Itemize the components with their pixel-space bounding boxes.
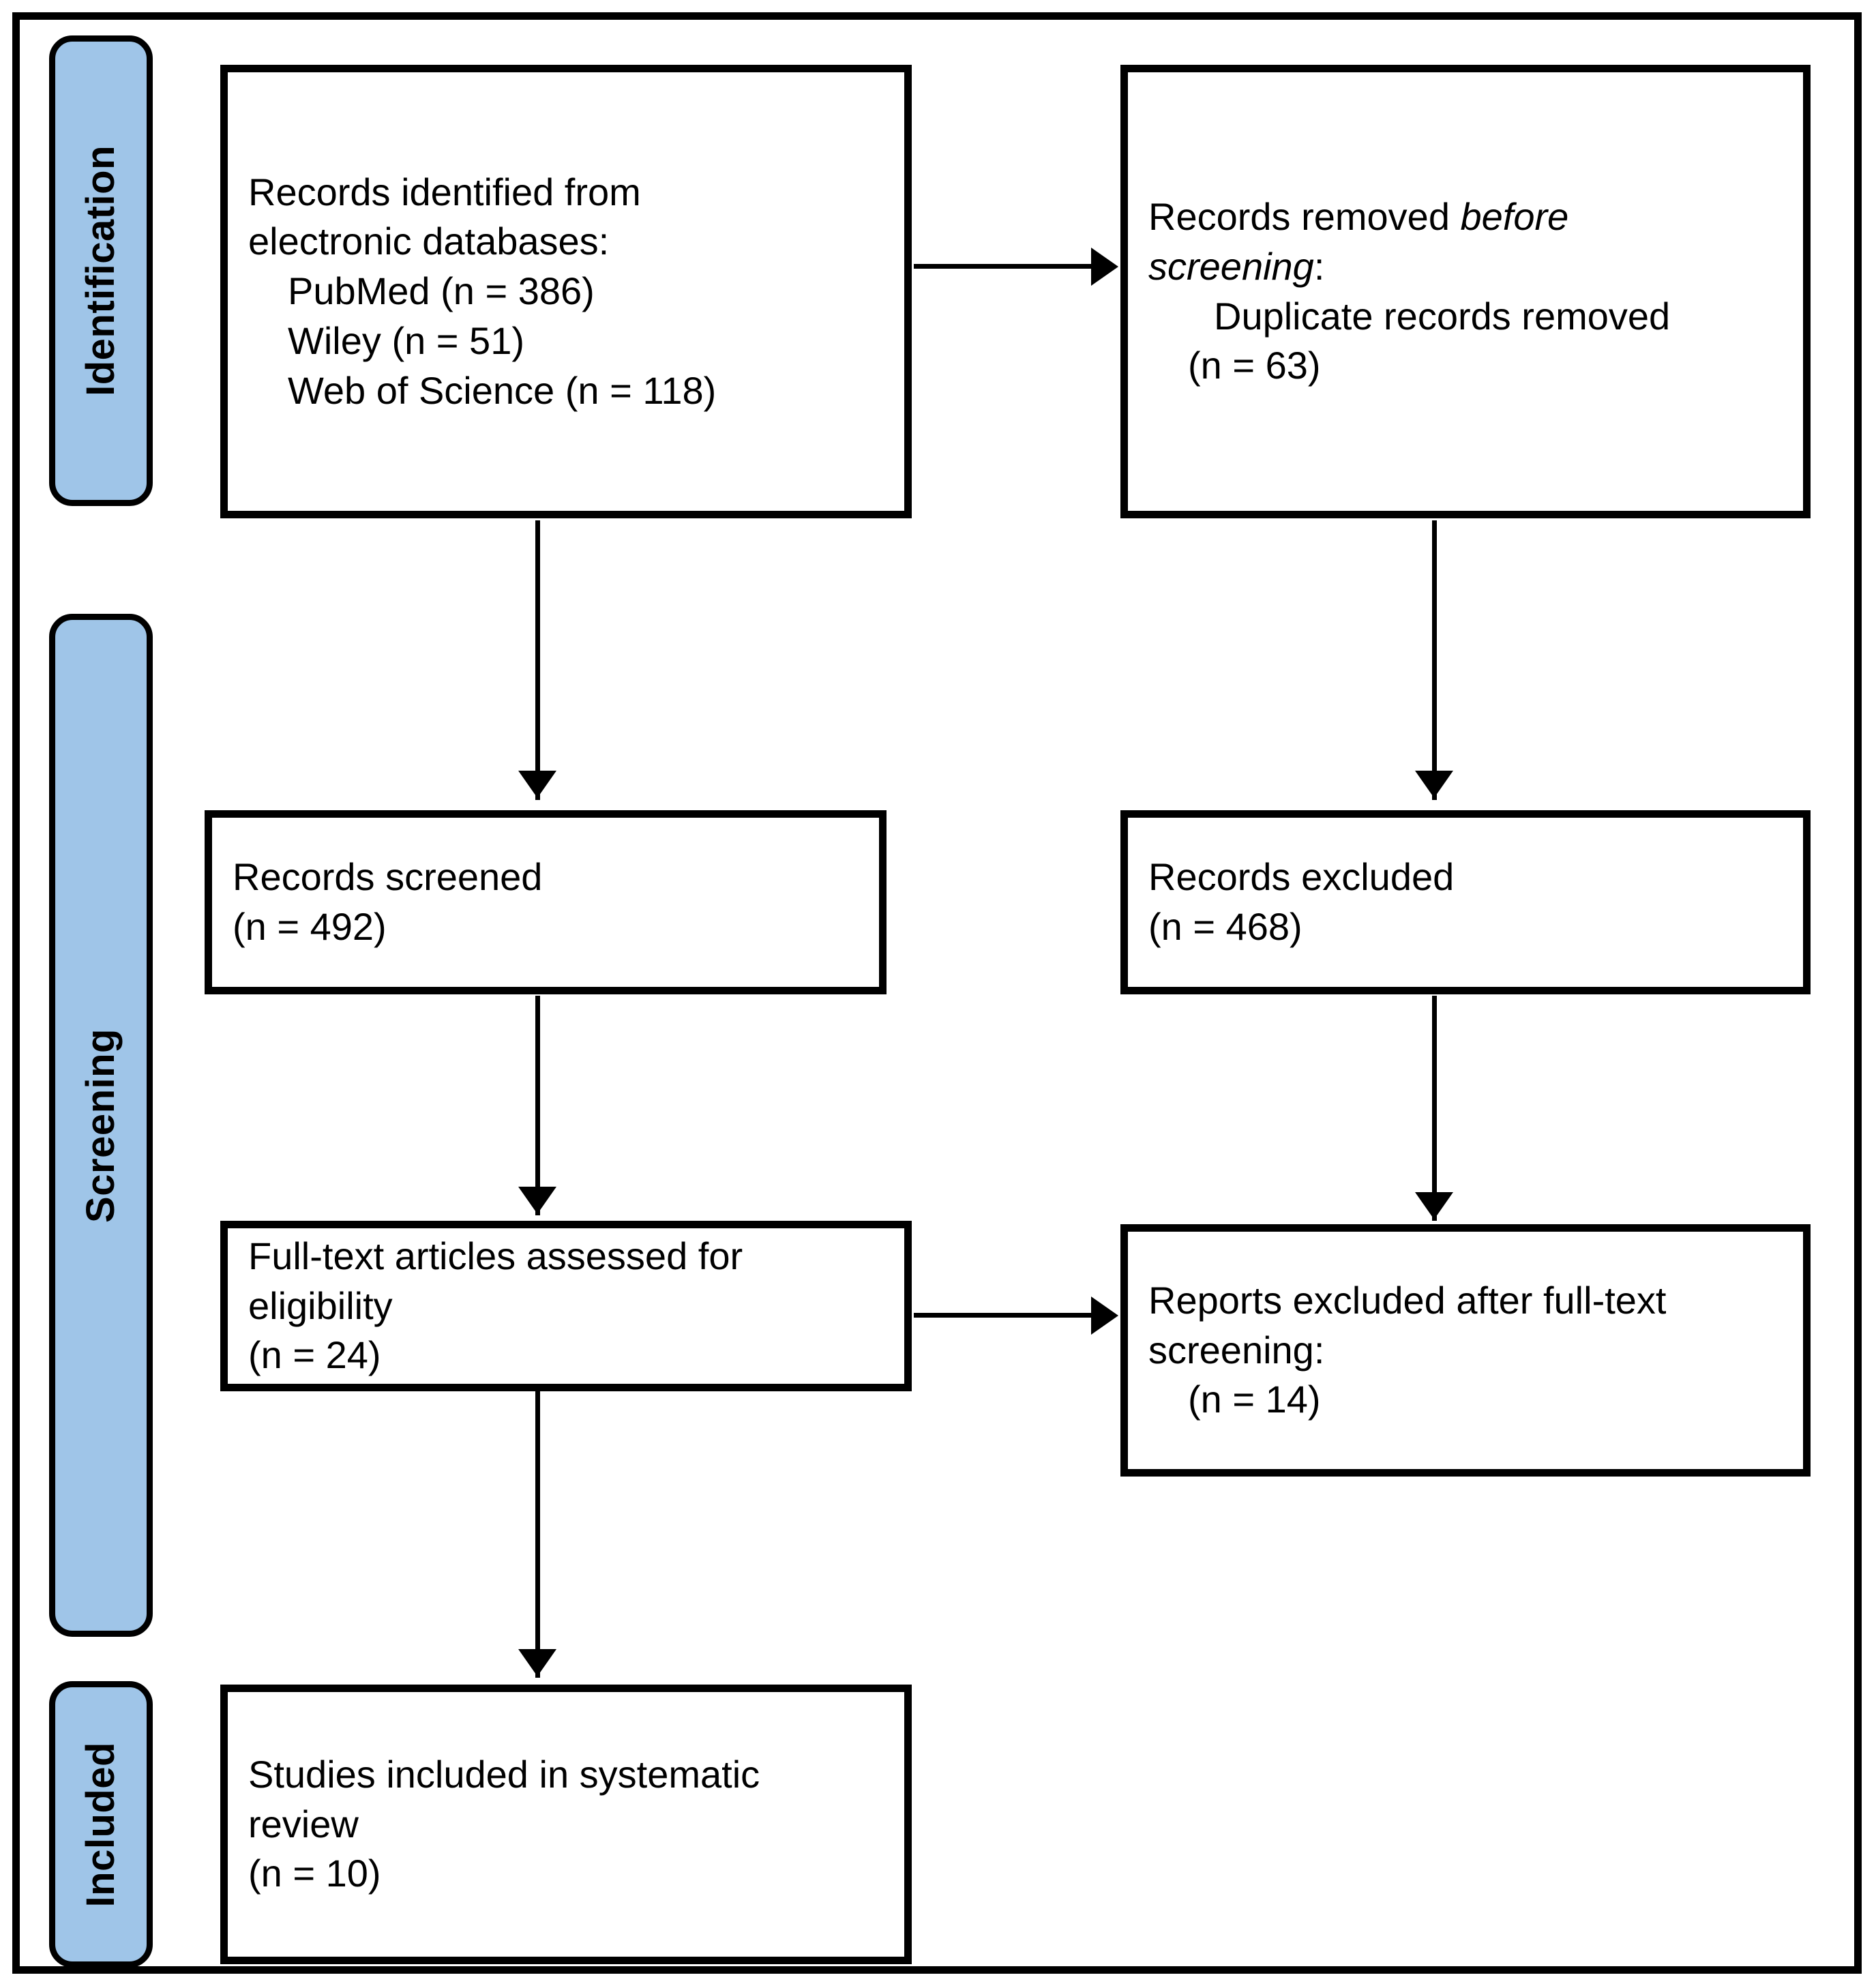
studies-included-line-1: Studies included in systematic xyxy=(248,1752,760,1796)
records-removed-line-1: Records removed before xyxy=(1148,192,1783,242)
records-screened-count: (n = 492) xyxy=(233,905,387,948)
box-records-excluded: Records excluded (n = 468) xyxy=(1120,810,1811,994)
arrow-identified-to-screened-head-icon xyxy=(518,771,556,798)
arrow-fulltext-to-reports-excluded-head-icon xyxy=(1091,1296,1118,1335)
arrow-excluded-to-reports-excluded-line xyxy=(1432,996,1437,1221)
studies-included-line-2: review xyxy=(248,1802,359,1846)
arrow-excluded-to-reports-excluded-head-icon xyxy=(1415,1192,1453,1219)
box-reports-excluded-after-fulltext: Reports excluded after full-text screeni… xyxy=(1120,1224,1811,1477)
arrow-screened-to-fulltext-line xyxy=(535,996,540,1215)
arrow-removed-to-excluded-line xyxy=(1432,520,1437,800)
arrow-removed-to-excluded-head-icon xyxy=(1415,771,1453,798)
box-studies-included: Studies included in systematic review (n… xyxy=(220,1685,912,1964)
stage-band-identification: Identification xyxy=(49,35,153,506)
records-removed-detail: Duplicate records removed xyxy=(1214,294,1671,338)
records-excluded-count: (n = 468) xyxy=(1148,905,1302,948)
records-identified-source-wos: Web of Science (n = 118) xyxy=(288,368,717,412)
records-removed-prefix: Records removed xyxy=(1148,194,1461,238)
reports-excluded-count: (n = 14) xyxy=(1188,1378,1321,1421)
records-removed-count: (n = 63) xyxy=(1188,344,1321,387)
arrow-identified-to-removed-head-icon xyxy=(1091,248,1118,286)
records-identified-source-wiley: Wiley (n = 51) xyxy=(288,318,524,362)
stage-band-screening: Screening xyxy=(49,614,153,1637)
arrow-fulltext-to-reports-excluded-line xyxy=(914,1313,1097,1318)
box-records-screened: Records screened (n = 492) xyxy=(205,810,887,994)
arrow-fulltext-to-included-line xyxy=(535,1391,540,1678)
records-identified-source-pubmed: PubMed (n = 386) xyxy=(288,269,595,313)
records-removed-emphasis-before: before xyxy=(1460,194,1569,238)
records-identified-line-1: Records identified from xyxy=(248,170,641,213)
box-fulltext-assessed: Full-text articles assessed for eligibil… xyxy=(220,1221,912,1391)
reports-excluded-line-2: screening: xyxy=(1148,1328,1325,1372)
box-records-identified: Records identified from electronic datab… xyxy=(220,65,912,518)
fulltext-assessed-line-1: Full-text articles assessed for xyxy=(248,1234,743,1277)
fulltext-assessed-count: (n = 24) xyxy=(248,1333,381,1377)
studies-included-count: (n = 10) xyxy=(248,1852,381,1895)
stage-band-included: Included xyxy=(49,1681,153,1968)
records-removed-emphasis-screening: screening xyxy=(1148,244,1314,288)
arrow-screened-to-fulltext-head-icon xyxy=(518,1187,556,1214)
arrow-fulltext-to-included-head-icon xyxy=(518,1649,556,1676)
records-excluded-label: Records excluded xyxy=(1148,855,1455,899)
records-removed-colon: : xyxy=(1313,244,1325,288)
records-screened-label: Records screened xyxy=(233,855,543,899)
reports-excluded-line-1: Reports excluded after full-text xyxy=(1148,1278,1667,1322)
arrow-identified-to-screened-line xyxy=(535,520,540,800)
fulltext-assessed-line-2: eligibility xyxy=(248,1284,393,1327)
records-identified-line-2: electronic databases: xyxy=(248,220,610,263)
stage-label-included: Included xyxy=(78,1741,123,1908)
stage-label-screening: Screening xyxy=(78,1028,123,1223)
box-records-removed-before-screening: Records removed before screening: Duplic… xyxy=(1120,65,1811,518)
arrow-identified-to-removed-line xyxy=(914,264,1097,269)
records-removed-line-2: screening: xyxy=(1148,242,1783,292)
stage-label-identification: Identification xyxy=(78,145,123,396)
